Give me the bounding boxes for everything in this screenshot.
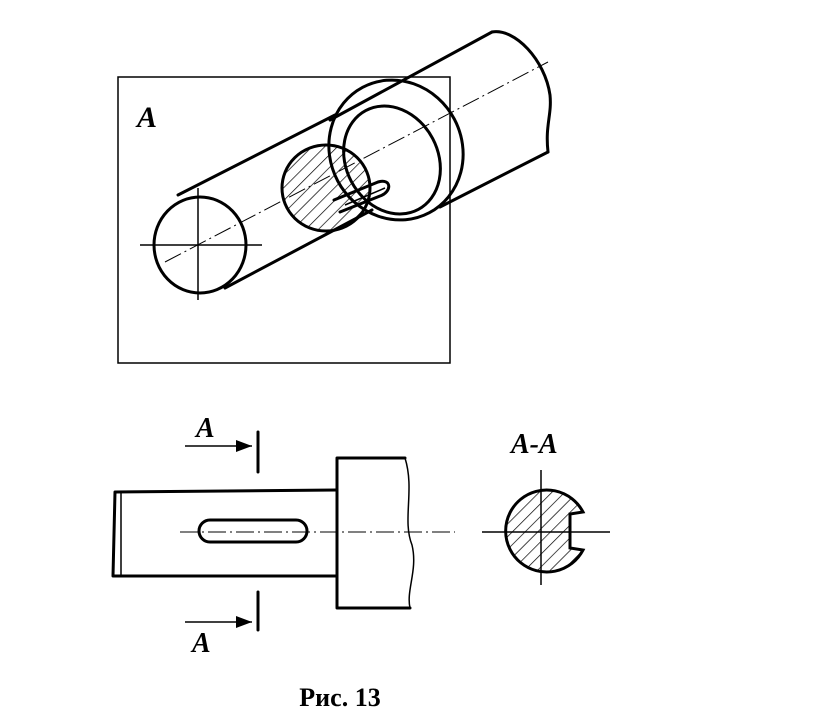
break-line: [404, 457, 415, 609]
section-aa: A-A: [482, 429, 610, 585]
shaft-body: [111, 488, 339, 578]
isometric-view: A: [117, 30, 552, 364]
view-frame: [117, 76, 451, 364]
section-title: A-A: [509, 429, 558, 460]
section-mark-bottom: A: [185, 590, 260, 659]
section-mark-bottom-label: A: [190, 628, 211, 659]
figure-caption: Рис. 13: [299, 683, 380, 712]
front-view: A A: [111, 413, 455, 659]
shaft-collar: [335, 456, 412, 610]
key-slot: [332, 179, 391, 214]
hatched-section: [280, 143, 372, 233]
section-mark-top-label: A: [194, 413, 215, 444]
section-aa-hatched: [504, 488, 586, 574]
key-groove: [197, 518, 309, 544]
section-mark-top: A: [185, 413, 260, 474]
shaft-axis: [164, 61, 549, 263]
view-label: A: [135, 101, 157, 134]
isometric-section-cut: [280, 143, 391, 233]
